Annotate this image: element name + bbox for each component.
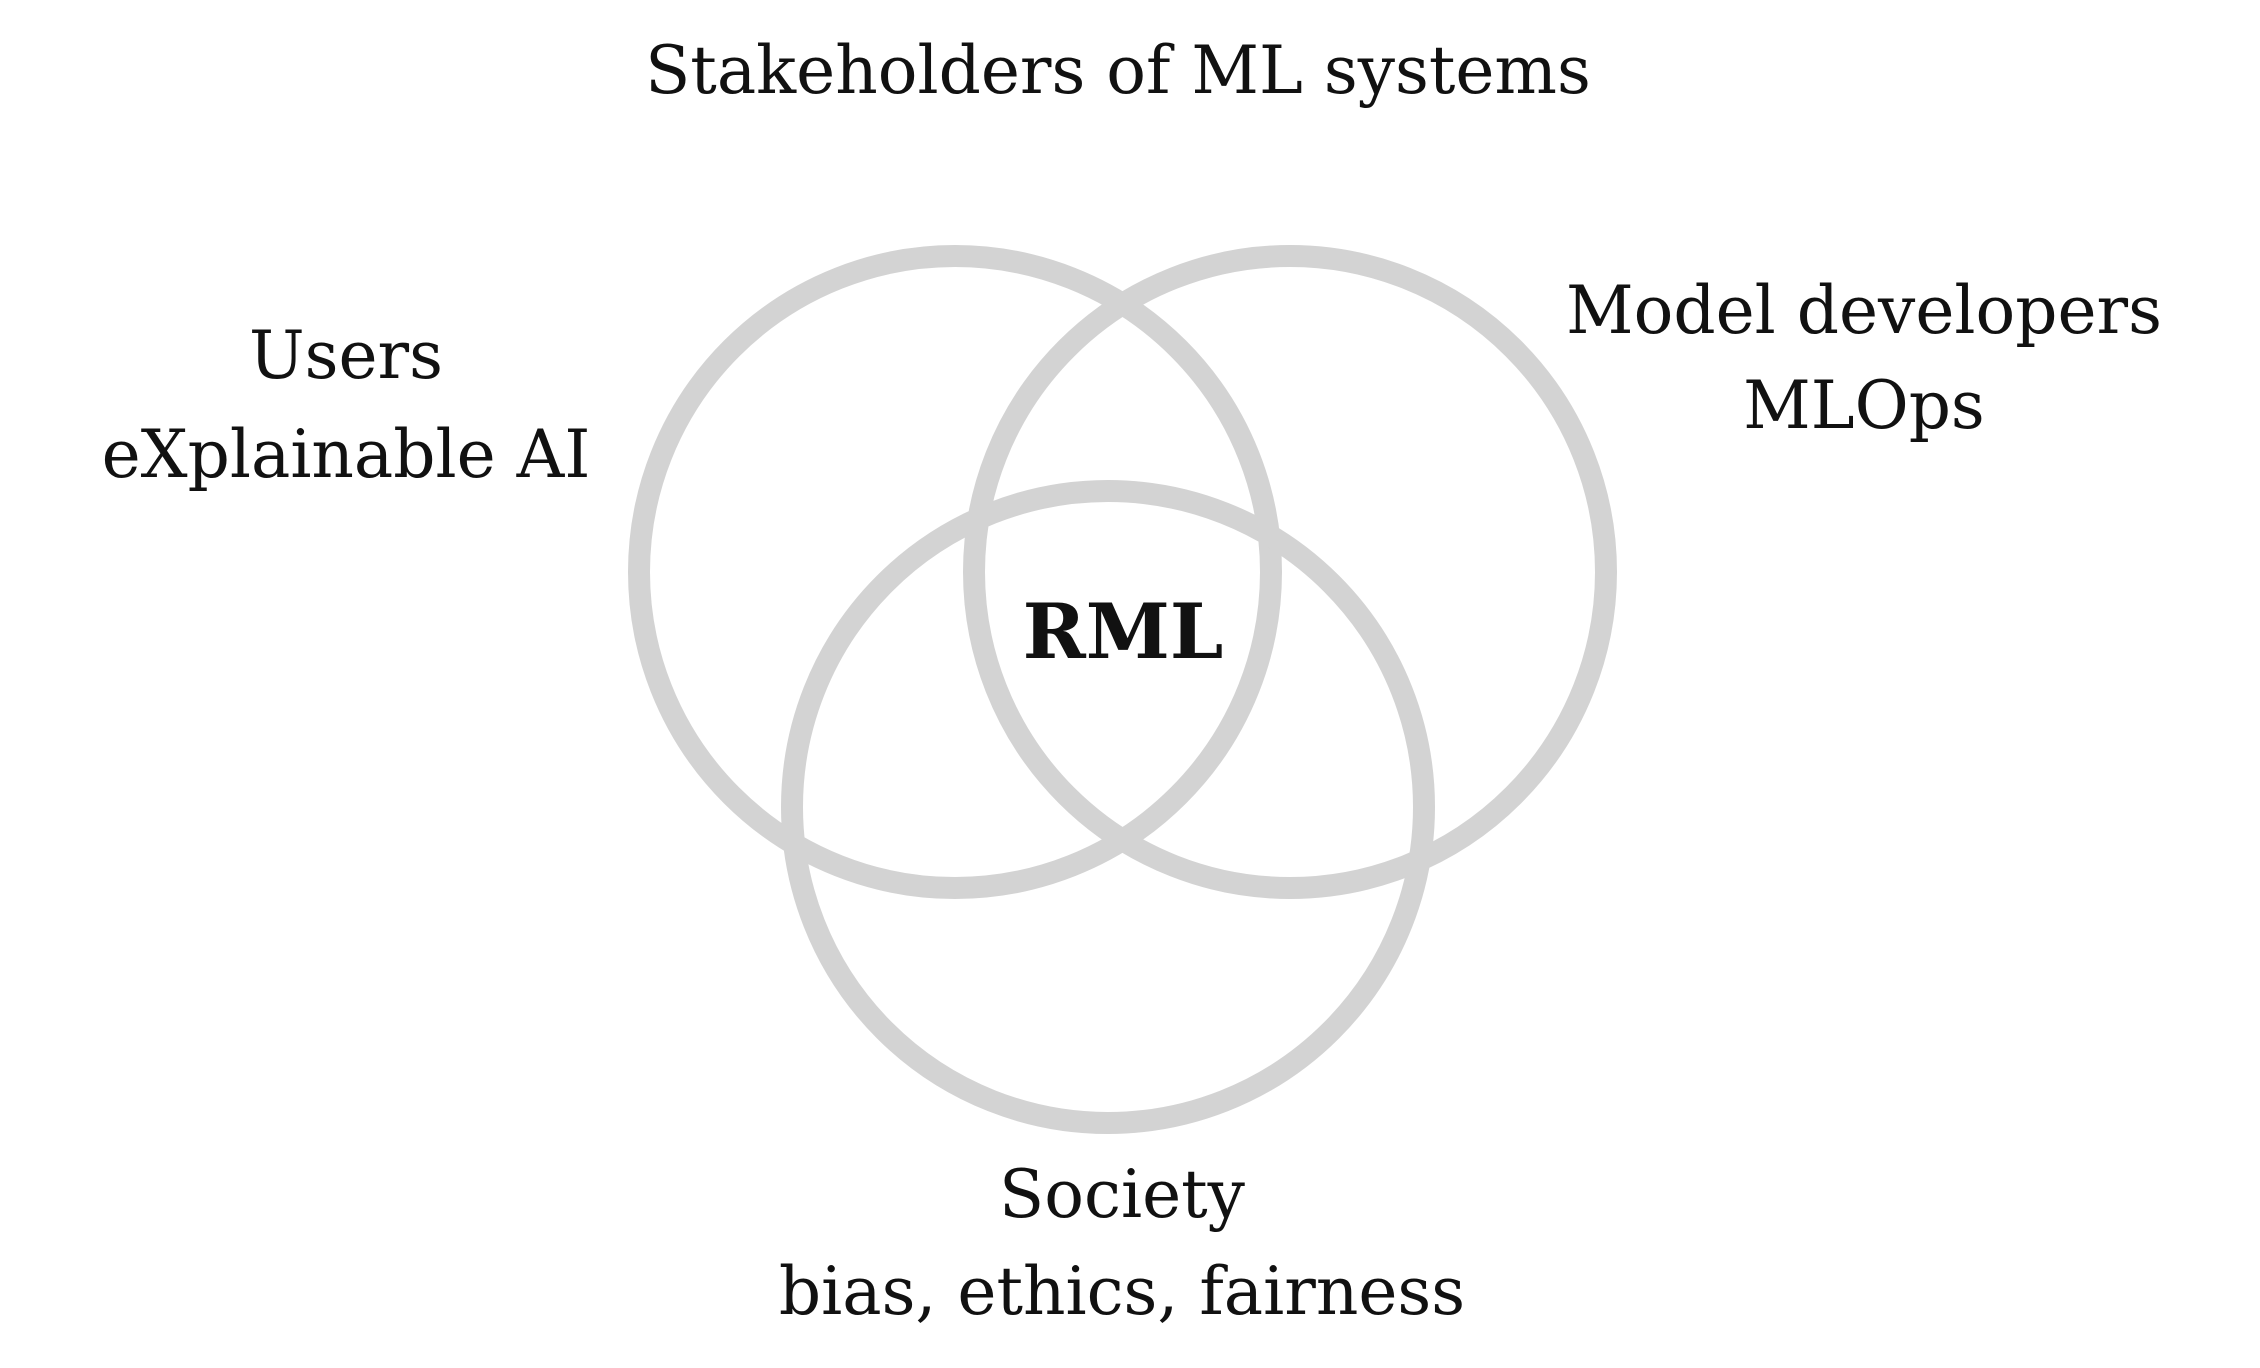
model-developers-circle: [963, 245, 1617, 899]
model-developers-label: Model developers: [1566, 272, 2162, 349]
users-label: Users: [249, 317, 443, 394]
society-label: Society: [999, 1156, 1246, 1233]
users-topic-label: eXplainable AI: [102, 416, 591, 493]
center-label-rml: RML: [1023, 587, 1224, 676]
society-circle: [781, 480, 1435, 1134]
diagram-title: Stakeholders of ML systems: [645, 32, 1591, 109]
model-developers-topic-label: MLOps: [1743, 367, 1985, 444]
society-topic-label: bias, ethics, fairness: [779, 1253, 1465, 1330]
users-circle: [628, 245, 1282, 899]
